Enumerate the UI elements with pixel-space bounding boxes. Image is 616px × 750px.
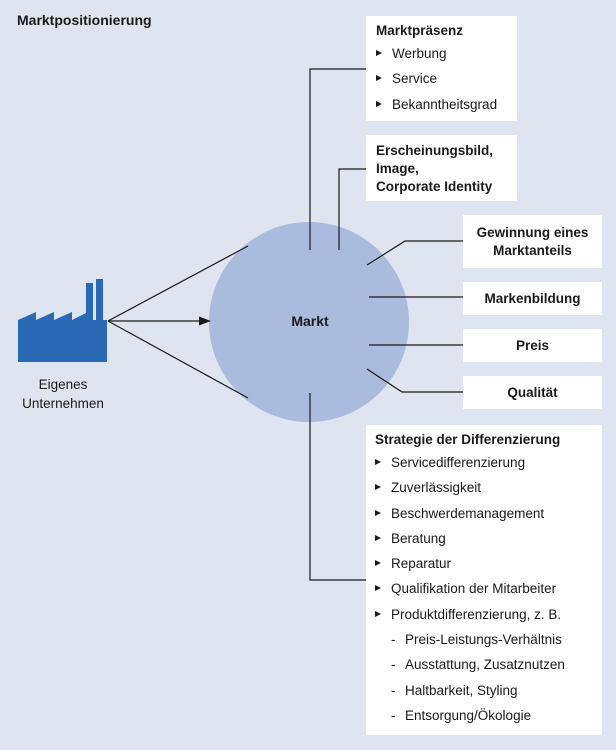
- bullet-icon: [375, 610, 381, 617]
- bullet-icon: [375, 484, 381, 491]
- bullet-icon: [376, 50, 382, 56]
- page-title: Marktpositionierung: [17, 12, 152, 28]
- list-item: Reparatur: [375, 551, 602, 576]
- bullet-icon: [376, 75, 382, 82]
- marktpraesenz-list: Werbung Service Bekanntheitsgrad: [376, 41, 517, 117]
- bullet-icon: [375, 509, 381, 516]
- bullet-icon: [376, 100, 382, 107]
- marktpraesenz-box: Marktpräsenz Werbung Service Bekanntheit…: [366, 16, 517, 121]
- strategie-box: Strategie der Differenzierung Servicedif…: [366, 425, 602, 735]
- erscheinungsbild-heading: Erscheinungsbild, Image, Corporate Ident…: [376, 143, 494, 194]
- preis-label: Preis: [515, 337, 550, 353]
- connector-erscheinungsbild: [338, 168, 366, 250]
- markenbildung-box: Markenbildung: [463, 282, 602, 315]
- arrowhead: [199, 316, 211, 326]
- factory-icon: [18, 279, 107, 362]
- bullet-icon: [375, 459, 381, 465]
- bullet-icon: [375, 534, 381, 541]
- erscheinungsbild-box: Erscheinungsbild, Image, Corporate Ident…: [366, 135, 517, 201]
- gewinnung-box: Gewinnung eines Marktanteils: [463, 215, 602, 268]
- bullet-icon: [375, 585, 381, 592]
- connector-strategie: [309, 393, 366, 581]
- list-item: Servicedifferenzierung: [375, 450, 602, 475]
- preis-box: Preis: [463, 329, 602, 362]
- list-item: Produktdifferenzierung, z. B.: [375, 602, 602, 627]
- qualitaet-box: Qualität: [463, 376, 602, 409]
- list-item: Qualifikation der Mitarbeiter: [375, 576, 602, 601]
- company-label: Eigenes Unternehmen: [22, 377, 104, 411]
- connector-gewinnung: [366, 240, 463, 266]
- qualitaet-label: Qualität: [507, 384, 558, 400]
- sub-list-item: -Haltbarkeit, Styling: [391, 682, 518, 698]
- sub-list-item: -Ausstattung, Zusatznutzen: [391, 657, 565, 673]
- tangent-line-top: [107, 245, 249, 322]
- tangent-line-bottom: [107, 320, 249, 399]
- marktpraesenz-heading: Marktpräsenz: [376, 23, 464, 38]
- bullet-icon: [375, 560, 381, 567]
- list-item: Beratung: [375, 526, 602, 551]
- list-item: Bekanntheitsgrad: [376, 92, 517, 117]
- sub-list-item: -Preis-Leistungs-Verhältnis: [391, 632, 562, 648]
- gewinnung-label: Gewinnung eines Marktanteils: [476, 224, 589, 258]
- strategie-list: Servicedifferenzierung Zuverlässigkeit B…: [375, 450, 602, 728]
- list-item: Zuverlässigkeit: [375, 475, 602, 500]
- list-item: Service: [376, 66, 517, 91]
- connector-qualitaet: [366, 368, 463, 393]
- list-item: Beschwerdemanagement: [375, 501, 602, 526]
- connector-marktpraesenz: [309, 68, 366, 250]
- markenbildung-label: Markenbildung: [484, 290, 581, 306]
- sub-list-item: -Entsorgung/Ökologie: [391, 707, 532, 723]
- market-circle: [209, 222, 409, 422]
- list-item: Werbung: [376, 41, 517, 66]
- market-label: Markt: [291, 313, 329, 329]
- strategie-heading: Strategie der Differenzierung: [375, 432, 561, 447]
